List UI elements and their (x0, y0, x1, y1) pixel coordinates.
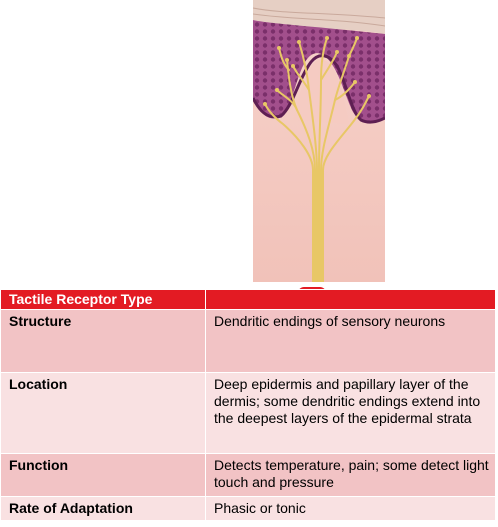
table-header-row: Tactile Receptor Type (0, 288, 496, 311)
table-row: Rate of Adaptation Phasic or tonic (0, 495, 496, 522)
table-row: Location Deep epidermis and papillary la… (0, 371, 496, 455)
row-value: Phasic or tonic (205, 495, 496, 522)
header-cell-blank (205, 288, 496, 311)
row-value: Dendritic endings of sensory neurons (205, 309, 496, 373)
row-label: Location (0, 371, 206, 455)
table-row: Structure Dendritic endings of sensory n… (0, 309, 496, 373)
row-label: Structure (0, 309, 206, 373)
receptor-table: Tactile Receptor Type Structure Dendriti… (0, 288, 496, 522)
row-label: Function (0, 453, 206, 497)
table-row: Function Detects temperature, pain; some… (0, 453, 496, 497)
header-cell-type: Tactile Receptor Type (0, 288, 206, 311)
row-label: Rate of Adaptation (0, 495, 206, 522)
row-value: Detects temperature, pain; some detect l… (205, 453, 496, 497)
row-value: Deep epidermis and papillary layer of th… (205, 371, 496, 455)
free-nerve-ending-illustration (253, 0, 385, 282)
